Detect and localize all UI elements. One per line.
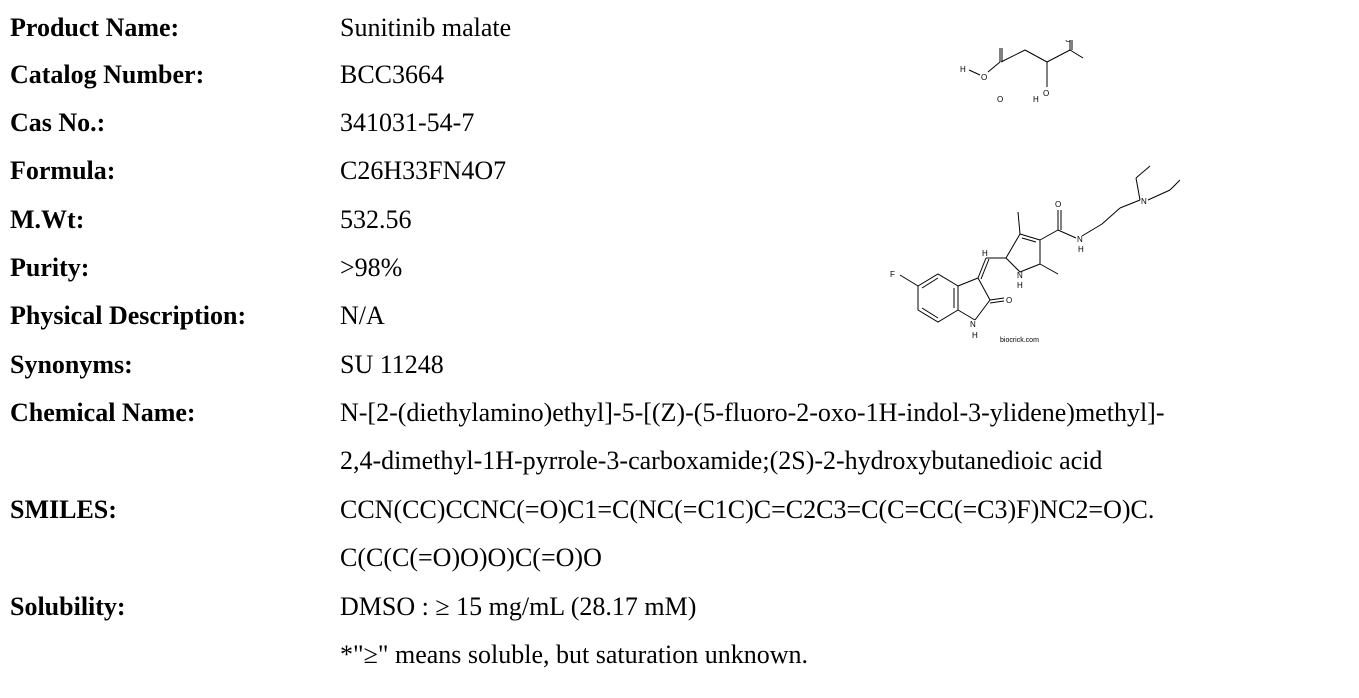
smiles-line1: CCN(CC)CCNC(=O)C1=C(NC(=C1C)C=C2C3=C(C=C…: [340, 495, 1155, 524]
sunitinib-structure: F N H O H N H O N H N biocrick.com: [880, 160, 1180, 350]
chemical-name-label: Chemical Name:: [10, 398, 196, 427]
atom-h: H: [1017, 281, 1023, 290]
atom-n: N: [1017, 271, 1023, 280]
cas-no-label: Cas No.:: [10, 108, 106, 137]
physical-description-label: Physical Description:: [10, 301, 247, 330]
atom-o: O: [1055, 200, 1061, 209]
atom-h: H: [1078, 245, 1084, 254]
atom-n: N: [1141, 197, 1147, 206]
formula-value: C26H33FN4O7: [340, 156, 507, 185]
sunitinib-atoms: F N H O H N H O N H N: [890, 197, 1147, 340]
structure-watermark: biocrick.com: [1000, 337, 1039, 344]
malic-acid-bonds: [968, 40, 1084, 87]
chemical-name-line1: N-[2-(diethylamino)ethyl]-5-[(Z)-(5-fluo…: [340, 398, 1165, 427]
atom-o: O: [981, 73, 987, 82]
solubility-line1: DMSO : ≥ 15 mg/mL (28.17 mM): [340, 592, 697, 621]
sunitinib-bonds: [899, 165, 1180, 323]
cas-no-value: 341031-54-7: [340, 108, 475, 137]
atom-h: H: [982, 249, 988, 258]
smiles-label: SMILES:: [10, 495, 117, 524]
solubility-note: *"≥" means soluble, but saturation unkno…: [340, 640, 809, 669]
product-name-value: Sunitinib malate: [340, 13, 512, 42]
atom-h: H: [1033, 95, 1039, 104]
atom-h: H: [972, 331, 978, 340]
physical-description-value: N/A: [340, 301, 385, 330]
chemical-name-line2: 2,4-dimethyl-1H-pyrrole-3-carboxamide;(2…: [340, 446, 1103, 475]
atom-o: O: [1006, 296, 1012, 305]
smiles-line2: C(C(C(=O)O)O)C(=O)O: [340, 543, 602, 572]
mw-value: 532.56: [340, 205, 412, 234]
atom-n: N: [1077, 235, 1083, 244]
atom-o: O: [1065, 40, 1071, 44]
atom-o: O: [997, 95, 1003, 104]
product-name-label: Product Name:: [10, 13, 180, 42]
atom-f: F: [890, 270, 895, 279]
atom-o: O: [1043, 89, 1049, 98]
atom-n: N: [970, 320, 976, 329]
purity-value: >98%: [340, 253, 403, 282]
formula-label: Formula:: [10, 156, 116, 185]
mw-label: M.Wt:: [10, 205, 85, 234]
solubility-label: Solubility:: [10, 592, 126, 621]
synonyms-label: Synonyms:: [10, 350, 133, 379]
purity-label: Purity:: [10, 253, 90, 282]
catalog-number-label: Catalog Number:: [10, 60, 205, 89]
malic-acid-structure: H O O O O H: [955, 40, 1085, 150]
malic-acid-drawing: H O O O O H: [960, 40, 1084, 104]
synonyms-value: SU 11248: [340, 350, 444, 379]
sunitinib-drawing: F N H O H N H O N H N biocrick.com: [890, 165, 1180, 344]
catalog-number-value: BCC3664: [340, 60, 445, 89]
malic-acid-atoms: H O O O O H: [960, 40, 1071, 104]
atom-h: H: [960, 65, 966, 74]
